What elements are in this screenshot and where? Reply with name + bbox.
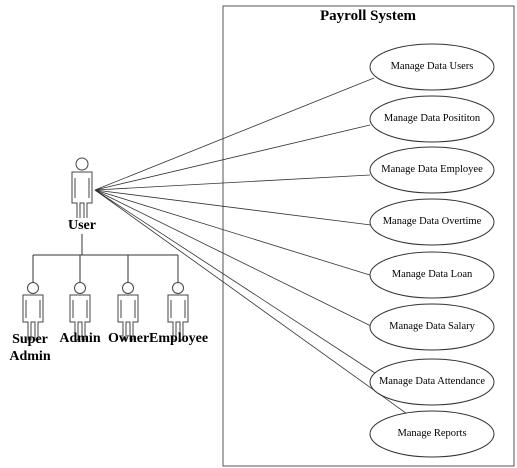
actor-label-user: User (62, 218, 102, 234)
actor-label-owner: Owner (108, 331, 150, 346)
usecase-ellipse-employee (369, 146, 495, 194)
association-line-position (94, 124, 371, 191)
association-line-overtime (94, 189, 372, 226)
usecase-label-position: Manage Data Posititon (383, 113, 481, 124)
usecase-ellipse-loan (369, 251, 495, 299)
generalization-lines (32, 220, 179, 283)
usecase-label-employee: Manage Data Employee (381, 164, 483, 175)
actor-label-super-admin: Super Admin (9, 332, 51, 364)
usecase-label-loan: Manage Data Loan (391, 269, 473, 280)
actor-user-figure (71, 157, 93, 223)
usecase-label-attendance: Manage Data Attendance (378, 376, 486, 387)
association-line-attendance (94, 189, 379, 376)
usecase-label-reports: Manage Reports (397, 428, 467, 439)
usecase-ellipse-position (369, 95, 495, 143)
association-line-salary (94, 189, 376, 329)
association-line-users (94, 77, 375, 191)
actor-label-admin: Admin (59, 331, 101, 346)
system-title: Payroll System (320, 8, 416, 24)
actor-owner-figure (117, 282, 139, 341)
actor-label-employee: Employee (149, 331, 209, 346)
association-line-reports (94, 189, 411, 417)
usecase-ellipse-attendance (369, 358, 495, 406)
usecase-ellipse-users (369, 43, 495, 91)
association-line-employee (94, 174, 371, 191)
usecase-label-salary: Manage Data Salary (389, 321, 475, 332)
system-boundary (222, 5, 515, 467)
actor-employee-figure (167, 282, 189, 341)
usecase-ellipse-reports (369, 410, 495, 458)
association-line-loan (94, 189, 374, 277)
usecase-label-overtime: Manage Data Overtime (382, 216, 482, 227)
association-lines (94, 77, 411, 417)
actor-admin-figure (69, 282, 91, 341)
usecase-label-users: Manage Data Users (390, 61, 474, 72)
usecase-ellipse-overtime (369, 198, 495, 246)
usecase-ellipse-salary (369, 303, 495, 351)
use-case-ellipses (369, 43, 495, 458)
actor-super-admin-figure (22, 282, 44, 341)
